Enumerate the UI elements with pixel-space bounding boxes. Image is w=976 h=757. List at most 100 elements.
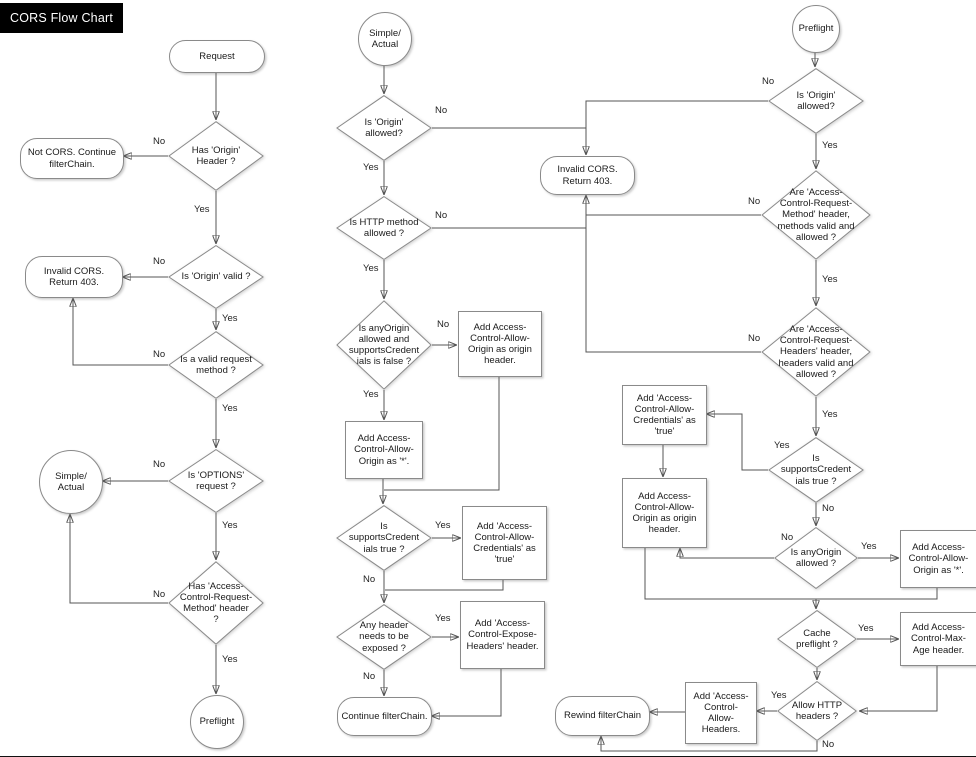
label-supportscred3-no: No: [821, 503, 836, 514]
diamond-shape: [761, 170, 871, 260]
process-add-acac-true-right: Add 'Access- Control-Allow- Credentials'…: [622, 385, 707, 445]
decision-any-header-exposed: Any header needs to be exposed ?: [336, 604, 432, 670]
diamond-shape: [336, 95, 432, 161]
connector-simple-actual-left: Simple/ Actual: [39, 450, 103, 514]
label-cache-yes: Yes: [857, 623, 875, 634]
label-originvalid-yes: Yes: [221, 313, 239, 324]
decision-supports-cred-mid-label: Is supportsCredent ials true ?: [348, 521, 420, 555]
diamond-shape: [336, 300, 432, 390]
edge-addacaoorigin3-out: [644, 546, 816, 600]
label-allowhttp-yes: Yes: [770, 690, 788, 701]
decision-acrh-valid-label: Are 'Access- Control-Request- Headers' h…: [778, 323, 854, 380]
decision-allow-http-headers-label: Allow HTTP headers ?: [791, 699, 843, 722]
diamond-shape: [761, 307, 871, 397]
decision-has-origin-header: Has 'Origin' Header ?: [168, 121, 264, 191]
label-supportscred3-yes: Yes: [773, 440, 791, 451]
label-hasorigin-no: No: [152, 136, 167, 147]
process-add-max-age: Add Access- Control-Max- Age header.: [900, 612, 976, 666]
label-hasacrm-yes: Yes: [221, 654, 239, 665]
label-anyorigincred-no: No: [436, 319, 451, 330]
diamond-shape: [168, 121, 264, 191]
label-supportscred2-no: No: [362, 574, 377, 585]
label-options-yes: Yes: [221, 520, 239, 531]
label-anyorigin3-no: No: [780, 532, 795, 543]
decision-acrh-valid: Are 'Access- Control-Request- Headers' h…: [761, 307, 871, 397]
decision-origin-allowed-mid-label: Is 'Origin' allowed?: [364, 116, 404, 139]
label-hasorigin-yes: Yes: [193, 204, 211, 215]
diamond-shape: [336, 604, 432, 670]
label-acrm-yes: Yes: [821, 274, 839, 285]
edge-maxage-to-allowhttp: [860, 664, 938, 711]
label-options-no: No: [152, 459, 167, 470]
decision-supports-cred-right: Is supportsCredent ials true ?: [768, 437, 864, 503]
decision-supports-cred-mid: Is supportsCredent ials true ?: [336, 505, 432, 571]
decision-valid-request-method-label: Is a valid request method ?: [180, 353, 252, 376]
terminator-invalid-cors-mid: Invalid CORS. Return 403.: [540, 156, 635, 195]
decision-has-acrm-header: Has 'Access- Control-Request- Method' he…: [168, 561, 264, 645]
label-http-yes: Yes: [362, 263, 380, 274]
process-add-acao-star-right: Add Access- Control-Allow- Origin as '*'…: [900, 530, 976, 588]
connector-simple-actual-mid: Simple/ Actual: [358, 12, 412, 66]
decision-anyorigin-and-cred-false-label: Is anyOrigin allowed and supportsCredent…: [348, 322, 420, 368]
terminator-invalid-cors-left: Invalid CORS. Return 403.: [25, 256, 123, 298]
label-supportscred2-yes: Yes: [434, 520, 452, 531]
diamond-shape: [336, 196, 432, 260]
terminator-continue-filterchain: Continue filterChain.: [337, 697, 432, 736]
connector-preflight-right: Preflight: [792, 5, 840, 53]
decision-is-options-request-label: Is 'OPTIONS' request ?: [187, 469, 245, 492]
process-add-acao-origin-right: Add Access- Control-Allow- Origin as ori…: [622, 478, 707, 548]
label-originvalid-no: No: [152, 256, 167, 267]
diamond-shape: [168, 331, 264, 399]
page-title: CORS Flow Chart: [0, 3, 124, 33]
decision-cache-preflight-label: Cache preflight ?: [796, 627, 838, 650]
process-add-acac-true-mid: Add 'Access- Control-Allow- Credentials'…: [462, 506, 547, 580]
label-validmethod-no: No: [152, 349, 167, 360]
edge-origin3-no: [586, 100, 768, 154]
label-acrh-no: No: [747, 333, 762, 344]
label-validmethod-yes: Yes: [221, 403, 239, 414]
edge-validmethod-no: [73, 299, 168, 366]
decision-origin-allowed-right-label: Is 'Origin' allowed?: [796, 89, 836, 112]
terminator-not-cors: Not CORS. Continue filterChain.: [20, 138, 124, 179]
diamond-shape: [168, 561, 264, 645]
label-hasacrm-no: No: [152, 589, 167, 600]
edge-addacac2-out: [385, 578, 504, 591]
decision-anyorigin-and-cred-false: Is anyOrigin allowed and supportsCredent…: [336, 300, 432, 390]
label-http-no: No: [434, 210, 449, 221]
decision-anyorigin-allowed-right: Is anyOrigin allowed ?: [774, 527, 858, 589]
decision-is-origin-valid: Is 'Origin' valid ?: [168, 245, 264, 309]
label-anyorigincred-yes: Yes: [362, 389, 380, 400]
terminator-request: Request: [169, 40, 265, 73]
decision-origin-allowed-mid: Is 'Origin' allowed?: [336, 95, 432, 161]
edge-hasacrm-no: [70, 515, 168, 604]
decision-any-header-exposed-label: Any header needs to be exposed ?: [359, 620, 409, 654]
diamond-shape: [768, 437, 864, 503]
edge-addacaoorigin2-out: [384, 375, 500, 491]
edge-anyorigin3-no: [680, 549, 774, 559]
edge-acrh-no: [586, 196, 761, 353]
edge-allowhttp-no: [601, 737, 818, 752]
decision-origin-allowed-right: Is 'Origin' allowed?: [768, 68, 864, 134]
diamond-shape: [777, 681, 857, 741]
decision-supports-cred-right-label: Is supportsCredent ials true ?: [780, 453, 852, 487]
edge-addexpose-to-continue: [432, 667, 502, 716]
diamond-shape: [774, 527, 858, 589]
label-origin3-no: No: [761, 76, 776, 87]
decision-has-origin-header-label: Has 'Origin' Header ?: [191, 144, 241, 167]
decision-http-method-allowed: Is HTTP method allowed ?: [336, 196, 432, 260]
decision-acrm-valid: Are 'Access- Control-Request- Method' he…: [761, 170, 871, 260]
decision-cache-preflight: Cache preflight ?: [777, 610, 857, 668]
process-add-acao-origin-mid: Add Access- Control-Allow- Origin as ori…: [458, 311, 542, 377]
decision-allow-http-headers: Allow HTTP headers ?: [777, 681, 857, 741]
label-origin2-yes: Yes: [362, 162, 380, 173]
decision-is-options-request: Is 'OPTIONS' request ?: [168, 449, 264, 513]
diamond-shape: [168, 449, 264, 513]
connector-preflight-left: Preflight: [190, 695, 244, 749]
terminator-rewind-filterchain: Rewind filterChain: [555, 696, 650, 736]
label-origin2-no: No: [434, 105, 449, 116]
decision-has-acrm-header-label: Has 'Access- Control-Request- Method' he…: [179, 580, 253, 626]
process-add-expose-headers: Add 'Access- Control-Expose- Headers' he…: [460, 601, 545, 669]
label-acrh-yes: Yes: [821, 409, 839, 420]
